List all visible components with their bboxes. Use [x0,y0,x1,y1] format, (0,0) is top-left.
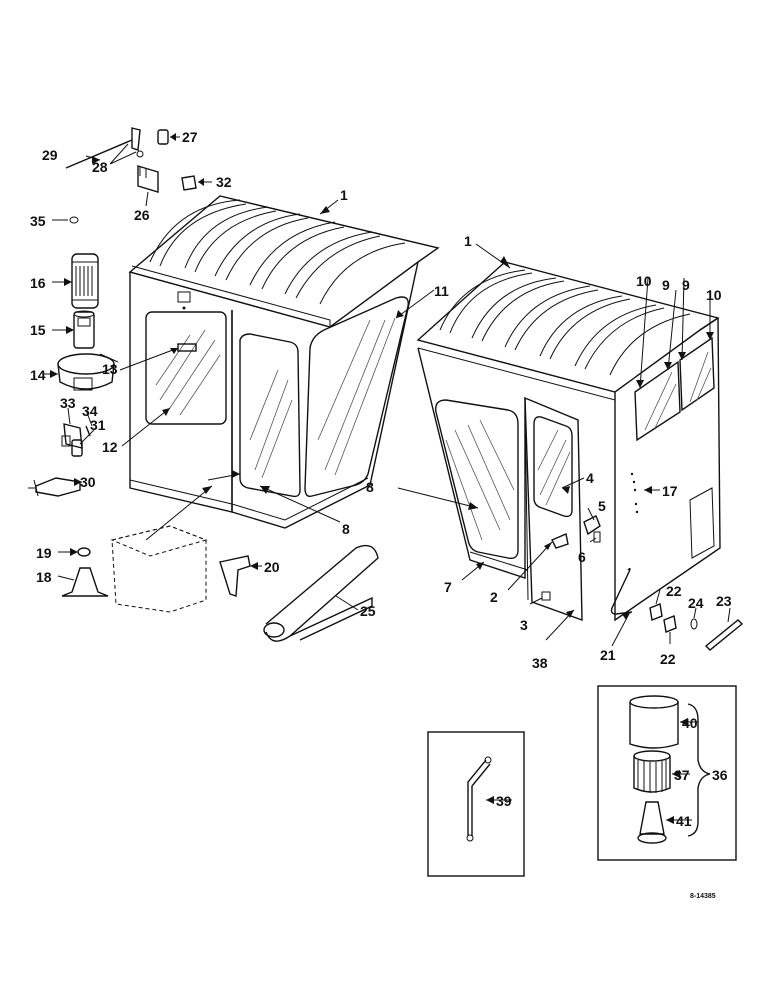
callout-34: 34 [82,403,98,419]
callout-10b: 10 [706,287,722,303]
callout-33: 33 [60,395,76,411]
left-cab [128,195,440,529]
callout-41: 41 [676,813,692,829]
callout-36: 36 [712,767,728,783]
inset-box-39 [427,731,525,877]
callout-28: 28 [92,159,108,175]
callout-9b: 9 [682,277,690,293]
callout-9a: 9 [662,277,670,293]
callout-30: 30 [80,474,96,490]
callout-8b: 8 [342,521,350,537]
right-cab [416,261,721,622]
callout-labels: 1 1 2 3 4 5 6 7 8 8 9 9 10 10 11 12 13 1… [30,129,732,900]
callout-4: 4 [586,470,594,486]
callout-38: 38 [532,655,548,671]
callout-22a: 22 [666,583,682,599]
callout-24: 24 [688,595,704,611]
callout-14: 14 [30,367,46,383]
callout-6: 6 [578,549,586,565]
callout-8a: 8 [366,479,374,495]
callout-16: 16 [30,275,46,291]
callout-26: 26 [134,207,150,223]
callout-40: 40 [682,715,698,731]
callout-12: 12 [102,439,118,455]
callout-15: 15 [30,322,46,338]
callout-29: 29 [42,147,58,163]
small-parts [28,127,744,651]
callout-23: 23 [716,593,732,609]
callout-7: 7 [444,579,452,595]
callout-2: 2 [490,589,498,605]
callout-35: 35 [30,213,46,229]
callout-18: 18 [36,569,52,585]
callout-17: 17 [662,483,678,499]
callout-20: 20 [264,559,280,575]
callout-19: 19 [36,545,52,561]
callout-13: 13 [102,361,118,377]
callout-1b: 1 [464,233,472,249]
drawing-code: 8-14385 [690,893,716,900]
callout-5: 5 [598,498,606,514]
callout-32: 32 [216,174,232,190]
callout-1a: 1 [340,187,348,203]
callout-21: 21 [600,647,616,663]
inset-box-36 [597,685,737,861]
callout-25: 25 [360,603,376,619]
callout-3: 3 [520,617,528,633]
leader-arrowheads [50,133,714,824]
callout-22b: 22 [660,651,676,667]
callout-11: 11 [434,283,449,299]
callout-10a: 10 [636,273,652,289]
callout-37: 37 [674,767,690,783]
callout-31: 31 [90,417,106,433]
callout-39: 39 [496,793,512,809]
callout-27: 27 [182,129,198,145]
